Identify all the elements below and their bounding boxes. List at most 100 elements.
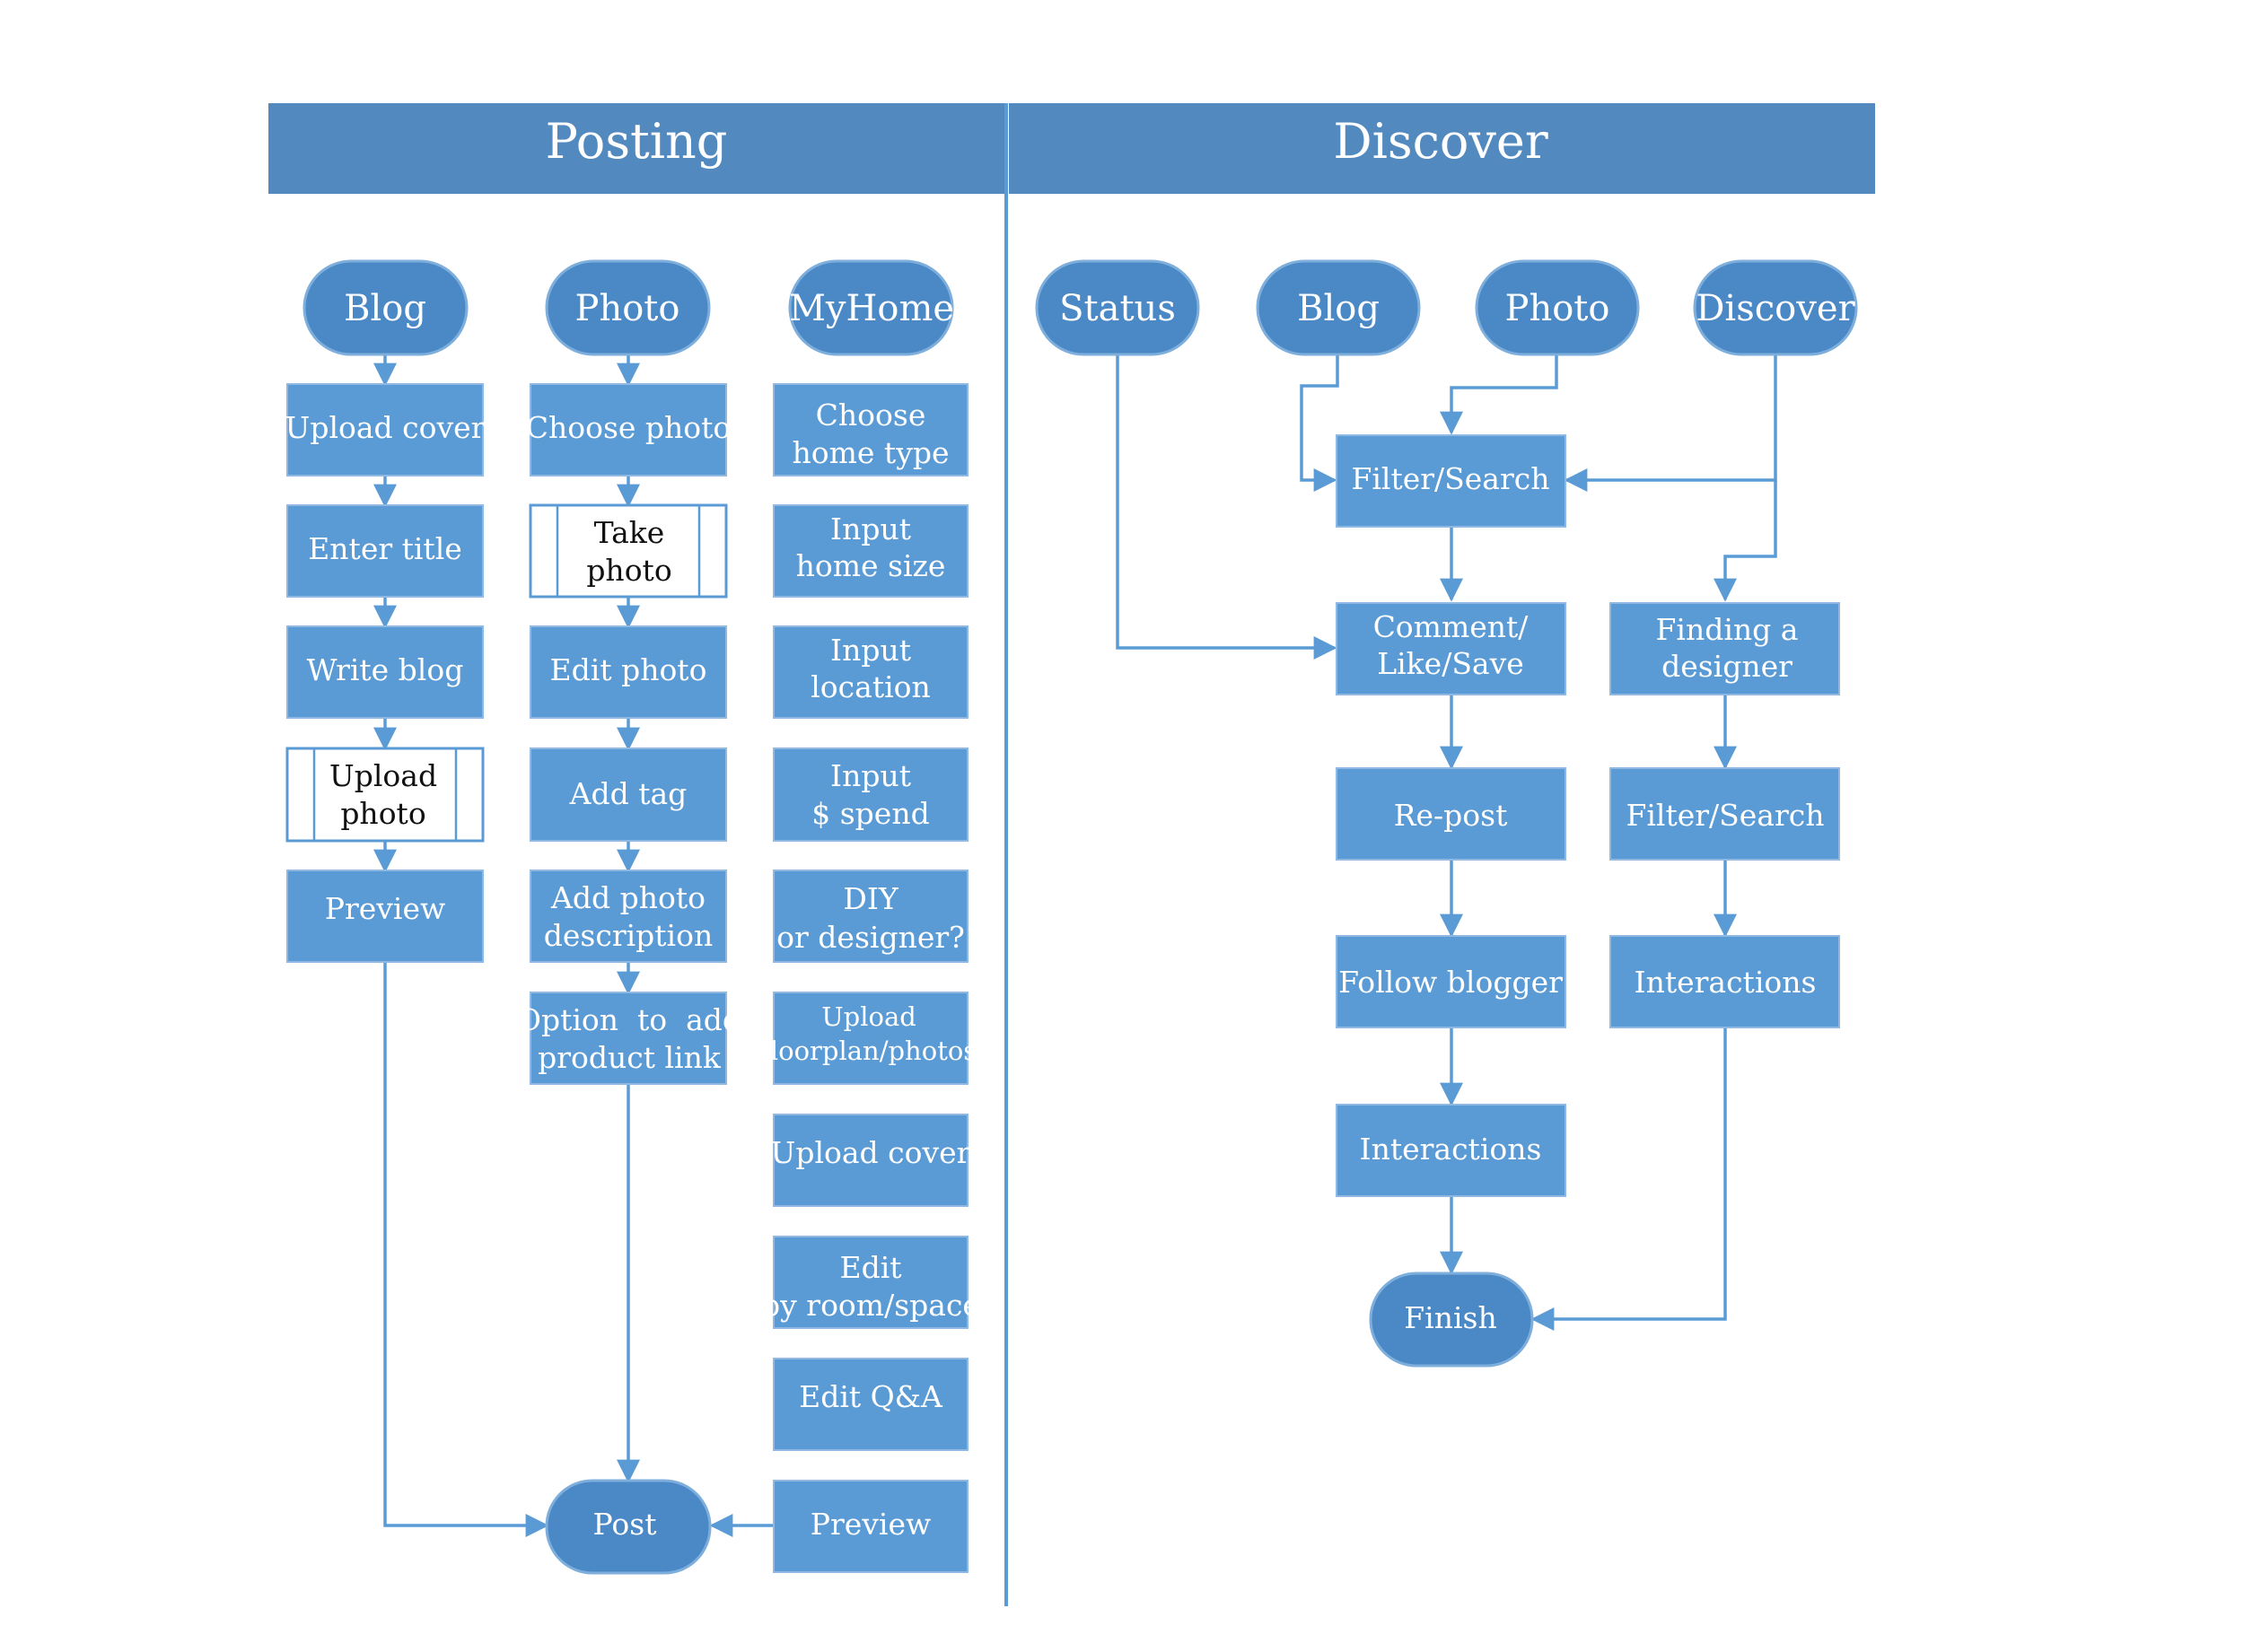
node-myhome-edit-by-room: Edit by room/space <box>761 1236 980 1329</box>
node-myhome-input-spend: Input $ spend <box>773 747 969 842</box>
node-label-line-2: Like/Save <box>1377 646 1524 681</box>
node-label-line-1: Upload <box>329 758 437 793</box>
node-label: Edit photo <box>550 652 707 687</box>
node-label: Blog <box>344 288 426 329</box>
node-label: Photo <box>1505 288 1610 329</box>
node-discover-interactions-2: Interactions <box>1609 935 1840 1028</box>
node-label: Choose photo <box>526 410 732 445</box>
discover-header-title: Discover <box>1333 113 1547 170</box>
node-label: Photo <box>575 288 680 329</box>
node-post: Post <box>545 1479 712 1575</box>
node-myhome-input-home-size: Input home size <box>773 504 969 598</box>
node-label-line-2: floorplan/photos <box>761 1036 977 1066</box>
edge-blog-preview-post <box>383 962 549 1537</box>
node-label: Blog <box>1297 288 1380 329</box>
node-photo-take-photo: Take photo <box>529 503 728 599</box>
node-label-line-1: Add photo <box>550 880 706 915</box>
node-label-line-2: photo <box>340 796 425 831</box>
edge-photo-filter <box>1440 354 1558 435</box>
edge-discover-filter <box>1564 354 1777 492</box>
node-blog-upload-photo: Upload photo <box>285 747 485 843</box>
node-photo-edit-photo: Edit photo <box>530 625 727 719</box>
node-label-line-2: photo <box>586 553 671 588</box>
node-myhome-choose-home-type: Choose home type <box>773 383 969 476</box>
node-discover-finding-designer: Finding a designer <box>1609 602 1840 695</box>
node-discover-discover: Discover <box>1693 259 1858 356</box>
node-photo-add-description: Add photo description <box>530 870 727 963</box>
node-label: Preview <box>325 891 445 926</box>
node-label-line-2: $ spend <box>811 796 929 831</box>
edge-interactions2-finish <box>1530 1027 1727 1331</box>
node-label-line-2: by room/space <box>761 1288 980 1323</box>
node-discover-follow-blogger: Follow blogger <box>1336 935 1566 1028</box>
node-label-line-1: Edit <box>839 1250 901 1285</box>
node-discover-finish: Finish <box>1369 1272 1534 1368</box>
node-label-line-1: Option to add <box>517 1002 741 1037</box>
discover-header-bar <box>1009 103 1875 194</box>
node-discover-photo: Photo <box>1475 259 1640 356</box>
node-label-line-2: home type <box>793 435 950 470</box>
node-discover-comment-like-save: Comment/ Like/Save <box>1336 602 1566 695</box>
node-discover-blog: Blog <box>1256 259 1421 356</box>
node-label-line-1: Input <box>830 511 911 546</box>
node-myhome-start: MyHome <box>788 259 954 356</box>
node-myhome-input-location: Input location <box>773 625 969 719</box>
posting-header-title: Posting <box>546 113 728 170</box>
node-label-line-2: or designer? <box>776 920 965 955</box>
edges <box>373 354 1777 1537</box>
node-label-line-2: home size <box>796 548 946 583</box>
edge-blog-filter <box>1300 354 1339 492</box>
node-label-line-1: Input <box>830 758 911 793</box>
node-label: Add tag <box>569 776 688 811</box>
node-label-line-2: description <box>544 918 713 953</box>
node-discover-filter-search-2: Filter/Search <box>1609 767 1840 861</box>
node-myhome-edit-qa: Edit Q&A <box>773 1358 969 1451</box>
node-discover-status: Status <box>1035 259 1200 356</box>
edge-status-comment <box>1116 354 1337 660</box>
node-label: Preview <box>811 1507 931 1542</box>
node-photo-choose-photo: Choose photo <box>526 383 732 476</box>
node-blog-enter-title: Enter title <box>286 504 484 598</box>
node-label-line-2: product link <box>538 1040 722 1075</box>
node-label-line-1: DIY <box>843 881 898 916</box>
node-label-line-1: Input <box>830 633 911 668</box>
node-discover-interactions: Interactions <box>1336 1104 1566 1197</box>
node-label: Enter title <box>308 531 462 566</box>
node-blog-write-blog: Write blog <box>286 625 484 719</box>
node-label-line-1: Comment/ <box>1373 609 1530 644</box>
posting-header-bar <box>268 103 1005 194</box>
node-label-line-2: location <box>811 669 931 704</box>
node-myhome-upload-cover: Upload cover <box>771 1114 971 1207</box>
node-blog-upload-cover: Upload cover <box>285 383 486 476</box>
node-discover-filter-search: Filter/Search <box>1336 434 1566 528</box>
node-label: MyHome <box>789 288 954 329</box>
node-label: Upload cover <box>285 410 486 445</box>
node-label: Discover <box>1696 288 1855 329</box>
node-blog-preview: Preview <box>286 870 484 963</box>
node-photo-add-tag: Add tag <box>530 747 727 842</box>
node-discover-repost: Re-post <box>1336 767 1566 861</box>
node-myhome-preview: Preview <box>773 1480 969 1573</box>
node-label: Post <box>593 1507 657 1542</box>
node-label-line-1: Upload <box>821 1001 916 1032</box>
node-label: Interactions <box>1360 1132 1542 1167</box>
node-label-line-2: designer <box>1661 649 1793 684</box>
node-label: Status <box>1059 288 1176 329</box>
node-label: Write blog <box>307 652 464 687</box>
edge-discover-finding-designer <box>1714 480 1777 602</box>
node-label: Finish <box>1404 1300 1496 1335</box>
node-blog-start: Blog <box>302 259 469 356</box>
node-label-line-1: Choose <box>816 398 926 433</box>
node-label: Filter/Search <box>1351 461 1549 496</box>
node-label: Follow blogger <box>1338 965 1563 1000</box>
node-photo-start: Photo <box>545 259 711 356</box>
node-myhome-upload-floorplan: Upload floorplan/photos <box>761 992 977 1085</box>
node-label: Upload cover <box>771 1135 971 1170</box>
node-label-line-1: Finding a <box>1656 612 1799 647</box>
node-label: Re-post <box>1394 798 1508 833</box>
node-label-line-1: Take <box>594 515 665 550</box>
node-photo-option-link: Option to add product link <box>517 992 741 1085</box>
node-myhome-diy-or-designer: DIY or designer? <box>773 870 969 963</box>
node-label: Edit Q&A <box>799 1379 943 1414</box>
